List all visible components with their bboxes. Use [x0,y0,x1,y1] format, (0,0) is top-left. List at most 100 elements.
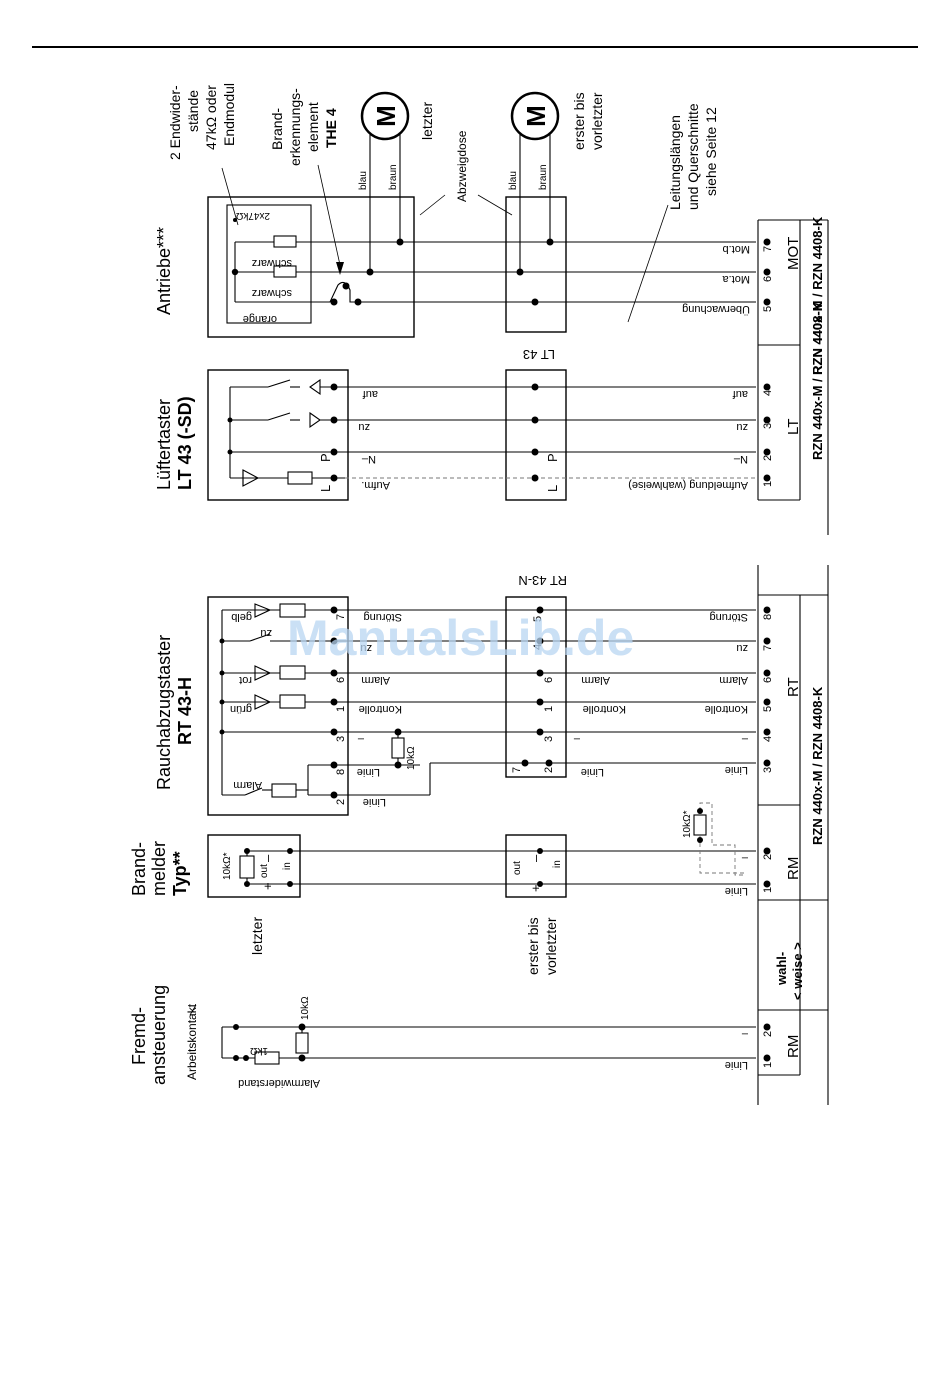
svg-text:–: – [528,854,543,862]
svg-text:out: out [512,861,523,875]
svg-text:3: 3 [762,423,774,429]
terminal-strip [757,219,829,1105]
svg-text:und Querschnitte: und Querschnitte [685,103,701,210]
svg-text:stände: stände [185,90,201,132]
block-model-mot: RZN 440x-M / RZN 4408-K [810,216,825,375]
svg-text:+: + [260,882,275,890]
block-label-mot: MOT [785,237,802,270]
svg-text:braun: braun [538,164,549,190]
motor-erster: M [510,91,560,141]
svg-text:Alarm: Alarm [233,779,262,791]
svg-text:element: element [305,102,321,152]
svg-text:Linie: Linie [581,766,604,778]
svg-text:Alarm: Alarm [361,674,390,686]
lt-box-main [207,369,349,501]
svg-text:8: 8 [335,769,347,775]
rt-title-l1: Rauchabzugstaster [154,635,174,790]
svg-text:3: 3 [762,767,774,773]
svg-text:10kΩ*: 10kΩ* [682,810,693,838]
svg-text:Linie: Linie [357,766,380,778]
svg-text:zu: zu [360,642,372,654]
antriebe-erster-l2: vorletzter [589,92,605,150]
svg-text:2 Endwider-: 2 Endwider- [167,85,183,160]
svg-text:Kontrolle: Kontrolle [359,703,402,715]
rt-box-h [207,596,349,816]
svg-text:Alarmwiderstand: Alarmwiderstand [238,1077,320,1089]
svg-text:P: P [545,453,560,462]
svg-text:orange: orange [243,313,277,325]
svg-text:M: M [521,105,551,127]
svg-text:siehe Seite 12: siehe Seite 12 [703,107,719,196]
svg-text:6: 6 [762,677,774,683]
antriebe-title: Antriebe*** [154,227,174,315]
svg-text:4: 4 [762,736,774,742]
svg-text:2: 2 [762,1031,774,1037]
antriebe-erster-l1: erster bis [571,92,587,150]
svg-text:4: 4 [762,390,774,396]
svg-text:–: – [573,733,580,745]
svg-text:1: 1 [762,887,774,893]
wahlweise-l2: < weise > [790,942,805,1000]
svg-text:3: 3 [335,736,347,742]
svg-text:blau: blau [508,171,519,190]
svg-text:blau: blau [358,171,369,190]
bm-erster-l2: vorletzter [543,917,559,975]
svg-text:schwarz: schwarz [252,287,292,299]
svg-text:8: 8 [762,614,774,620]
svg-text:braun: braun [388,164,399,190]
svg-text:Überwachung: Überwachung [682,303,750,315]
svg-text:Kontrolle: Kontrolle [705,703,748,715]
svg-text:1: 1 [762,1062,774,1068]
svg-text:5: 5 [762,706,774,712]
svg-text:Mot.a: Mot.a [722,273,750,285]
the4-note: Brand- erkennungs- element THE 4 [269,88,339,166]
svg-text:zu: zu [736,642,748,654]
svg-text:schwarz: schwarz [252,257,292,269]
svg-text:L: L [545,485,560,492]
leitung-note: Leitungslängen und Querschnitte siehe Se… [667,103,719,210]
svg-text:Aufm.: Aufm. [361,479,390,491]
bm-erster-l1: erster bis [525,917,541,975]
svg-text:10kΩ: 10kΩ [406,746,417,770]
svg-text:47kΩ oder: 47kΩ oder [203,85,219,150]
antriebe-box-erster [505,196,567,333]
svg-text:1: 1 [335,706,347,712]
svg-text:1: 1 [762,481,774,487]
svg-text:N–: N– [361,453,376,465]
svg-text:6: 6 [335,677,347,683]
svg-text:6: 6 [543,677,555,683]
watermark: ManualsLib.de [287,610,634,666]
svg-text:3: 3 [543,736,555,742]
svg-text:–: – [741,733,748,745]
svg-text:4: 4 [532,644,544,650]
fremd-title-l1: Fremd- [129,1007,149,1065]
svg-text:M: M [371,105,401,127]
svg-text:Alarm: Alarm [581,674,610,686]
svg-text:Linie: Linie [725,1059,748,1071]
svg-text:Störung: Störung [709,611,748,623]
bm-box-letzter [207,834,301,898]
svg-text:10kΩ*: 10kΩ* [222,852,233,880]
svg-text:Brand-: Brand- [269,108,285,150]
svg-text:zu: zu [358,421,370,433]
svg-text:5: 5 [532,616,544,622]
svg-text:–: – [741,852,748,864]
rt-box-n [505,596,567,778]
bm-title-l2: melder [149,841,169,896]
fremd-title-l2: ansteuerung [149,985,169,1085]
svg-text:7: 7 [335,614,347,620]
bm-letzter: letzter [249,917,265,955]
endwid-note: 2 Endwider- stände 47kΩ oder Endmodul [167,83,237,160]
svg-text:Linie: Linie [363,796,386,808]
svg-text:zu: zu [736,421,748,433]
svg-text:5: 5 [762,306,774,312]
svg-text:auf: auf [362,388,378,400]
svg-text:gelb: gelb [231,611,252,623]
svg-text:7: 7 [762,645,774,651]
lt-title-l1: Lüftertaster [154,399,174,490]
svg-text:1kΩ: 1kΩ [249,1045,268,1056]
svg-text:THE 4: THE 4 [323,108,339,148]
svg-text:rot: rot [239,674,252,686]
block-model-rt: RZN 440x-M / RZN 4408-K [810,686,825,845]
